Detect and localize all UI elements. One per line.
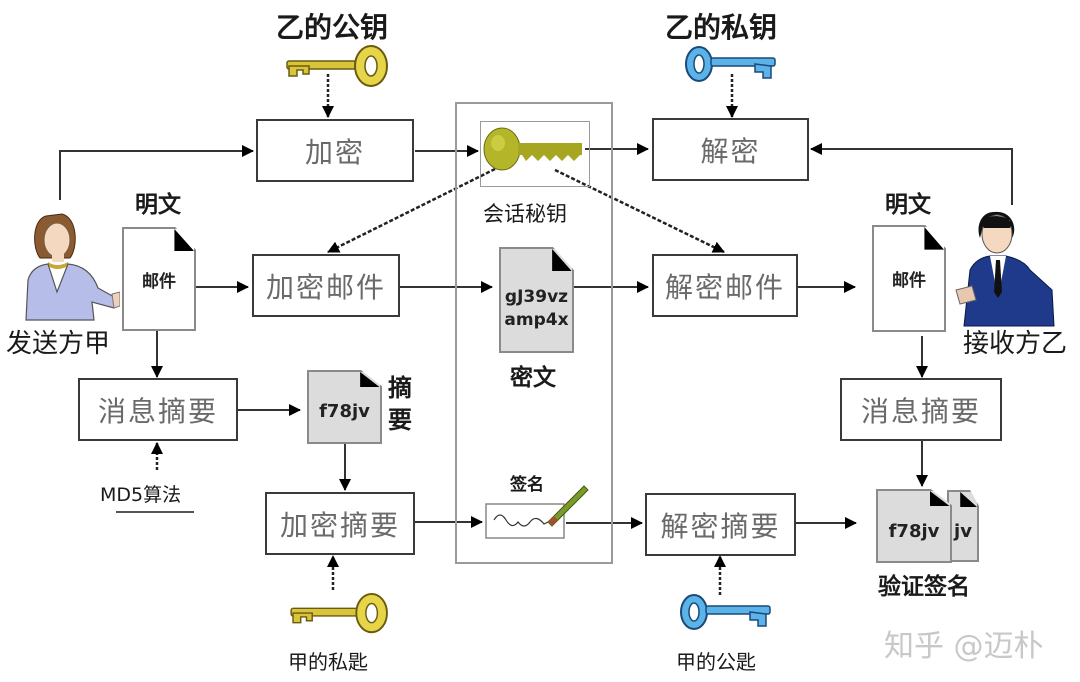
receiver-person-icon bbox=[955, 211, 1055, 327]
blue-key-icon bbox=[680, 594, 771, 630]
decrypt-mail-box: 解密邮件 bbox=[652, 254, 798, 317]
ciphertext-document: gJ39vz amp4x bbox=[499, 247, 574, 353]
b-private-key-label: 乙的私钥 bbox=[665, 11, 778, 44]
signature-pen-icon bbox=[485, 485, 589, 539]
ciphertext-line-1: gJ39vz bbox=[504, 287, 569, 307]
verify-signature-label: 验证签名 bbox=[878, 574, 970, 600]
verify-document: f78jv bbox=[876, 489, 952, 563]
digest-label-line-2: 要 bbox=[388, 406, 412, 434]
session-key-frame bbox=[480, 121, 590, 187]
sender-label: 发送方甲 bbox=[6, 329, 111, 359]
blue-key-icon bbox=[685, 46, 776, 82]
b-public-key-label: 乙的公钥 bbox=[276, 11, 389, 44]
message-digest-left-box: 消息摘要 bbox=[78, 378, 238, 441]
plaintext-label-left: 明文 bbox=[135, 192, 181, 218]
digest-label-line-1: 摘 bbox=[388, 374, 412, 402]
encrypt-digest-box: 加密摘要 bbox=[265, 492, 415, 555]
signature-label: 签名 bbox=[510, 475, 544, 495]
gold-key-icon bbox=[290, 592, 388, 634]
sender-person-icon bbox=[25, 213, 120, 321]
session-key-icon bbox=[483, 127, 582, 171]
md5-algorithm-label: MD5算法 bbox=[100, 484, 182, 506]
mail-document-left: 邮件 bbox=[122, 227, 196, 331]
session-key-label: 会话秘钥 bbox=[483, 202, 567, 226]
mail-document-right: 邮件 bbox=[872, 225, 946, 332]
plaintext-label-right: 明文 bbox=[885, 192, 931, 218]
encrypt-mail-box: 加密邮件 bbox=[252, 254, 400, 317]
transport-frame bbox=[455, 102, 613, 564]
watermark: 知乎 @迈朴 bbox=[884, 629, 1044, 664]
verify-doc-text-small: jv bbox=[954, 520, 972, 542]
a-public-key-label: 甲的公匙 bbox=[676, 650, 756, 674]
digest-document: f78jv bbox=[307, 370, 382, 444]
verify-doc-text: f78jv bbox=[888, 520, 940, 542]
arrow-sender-to-encrypt bbox=[59, 145, 254, 200]
decrypt-box: 解密 bbox=[652, 118, 809, 181]
gold-key-icon bbox=[286, 45, 388, 87]
receiver-label: 接收方乙 bbox=[963, 329, 1068, 359]
mail-doc-text: 邮件 bbox=[142, 271, 176, 292]
decrypt-digest-box: 解密摘要 bbox=[645, 493, 796, 556]
mail-doc-text: 邮件 bbox=[892, 271, 926, 291]
message-digest-right-box: 消息摘要 bbox=[840, 378, 1002, 441]
arrow-session-key-to-decrypt-mail bbox=[554, 168, 725, 254]
encrypt-box: 加密 bbox=[256, 119, 414, 182]
arrow-session-key-to-encrypt-mail bbox=[327, 167, 496, 254]
a-private-key-label: 甲的私匙 bbox=[288, 650, 368, 674]
arrow-receiver-to-decrypt bbox=[810, 143, 1013, 205]
digest-doc-text: f78jv bbox=[319, 400, 370, 422]
ciphertext-line-2: amp4x bbox=[504, 310, 569, 330]
ciphertext-label: 密文 bbox=[510, 365, 556, 391]
